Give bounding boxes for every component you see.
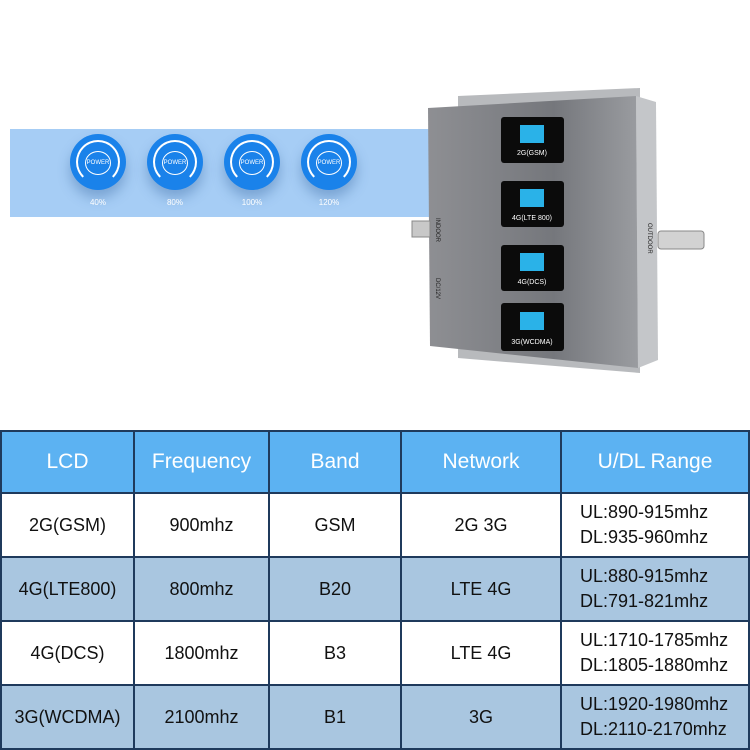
- header-frequency: Frequency: [133, 430, 270, 494]
- header-band: Band: [268, 430, 402, 494]
- header-range: U/DL Range: [560, 430, 750, 494]
- table-row: 4G(LTE800) 800mhz B20 LTE 4G UL:880-915m…: [0, 556, 750, 622]
- table-header-row: LCD Frequency Band Network U/DL Range: [0, 430, 750, 494]
- cell-network: LTE 4G: [400, 620, 562, 686]
- cell-lcd: 3G(WCDMA): [0, 684, 135, 750]
- indoor-connector-icon: [411, 220, 431, 238]
- cell-network: 3G: [400, 684, 562, 750]
- gauge-percent: 100%: [241, 198, 263, 207]
- cell-frequency: 800mhz: [133, 556, 270, 622]
- table-row: 4G(DCS) 1800mhz B3 LTE 4G UL:1710-1785mh…: [0, 620, 750, 686]
- cell-lcd: 2G(GSM): [0, 492, 135, 558]
- svg-text:4G(DCS): 4G(DCS): [518, 279, 547, 286]
- cell-band: B20: [268, 556, 402, 622]
- cell-lcd: 4G(DCS): [0, 620, 135, 686]
- uplink-range: UL:880-915mhz: [580, 566, 709, 586]
- lcd-screen: 4G(LTE 800): [501, 181, 564, 227]
- svg-text:4G(LTE 800): 4G(LTE 800): [512, 215, 552, 222]
- svg-text:OUTDOOR: OUTDOOR: [646, 223, 652, 254]
- spec-table: LCD Frequency Band Network U/DL Range 2G…: [0, 430, 750, 750]
- svg-text:2G(GSM): 2G(GSM): [517, 150, 547, 157]
- downlink-range: DL:791-821mhz: [580, 591, 709, 611]
- cell-network: 2G 3G: [400, 492, 562, 558]
- lcd-screen: 3G(WCDMA): [501, 303, 564, 351]
- cell-band: GSM: [268, 492, 402, 558]
- uplink-range: UL:1920-1980mhz: [580, 694, 729, 714]
- cell-frequency: 900mhz: [133, 492, 270, 558]
- cell-frequency: 1800mhz: [133, 620, 270, 686]
- cell-network: LTE 4G: [400, 556, 562, 622]
- gauge-percent: 120%: [318, 198, 340, 207]
- cell-lcd: 4G(LTE800): [0, 556, 135, 622]
- uplink-range: UL:1710-1785mhz: [580, 630, 729, 650]
- lcd-screen: 4G(DCS): [501, 245, 564, 291]
- gauge-percent: 40%: [89, 198, 106, 207]
- svg-text:INDOOR: INDOOR: [434, 218, 440, 243]
- gauge-percent: 80%: [166, 198, 183, 207]
- power-gauge-icon: POWER: [224, 134, 280, 190]
- signal-booster-device: INDOOR DC/12V OUTDOOR 2G(GSM) 4G(LTE 800…: [411, 88, 705, 373]
- downlink-range: DL:935-960mhz: [580, 527, 709, 547]
- cell-band: B1: [268, 684, 402, 750]
- lcd-screen: 2G(GSM): [501, 117, 564, 163]
- downlink-range: DL:1805-1880mhz: [580, 655, 729, 675]
- cell-frequency: 2100mhz: [133, 684, 270, 750]
- cell-band: B3: [268, 620, 402, 686]
- power-gauge-icon: POWER: [301, 134, 357, 190]
- header-network: Network: [400, 430, 562, 494]
- uplink-range: UL:890-915mhz: [580, 502, 709, 522]
- svg-text:DC/12V: DC/12V: [434, 278, 440, 299]
- header-lcd: LCD: [0, 430, 135, 494]
- power-gauge-icon: POWER: [70, 134, 126, 190]
- outdoor-connector-icon: [657, 230, 705, 250]
- power-gauge-icon: POWER: [147, 134, 203, 190]
- svg-text:3G(WCDMA): 3G(WCDMA): [511, 339, 552, 346]
- downlink-range: DL:2110-2170mhz: [580, 719, 727, 739]
